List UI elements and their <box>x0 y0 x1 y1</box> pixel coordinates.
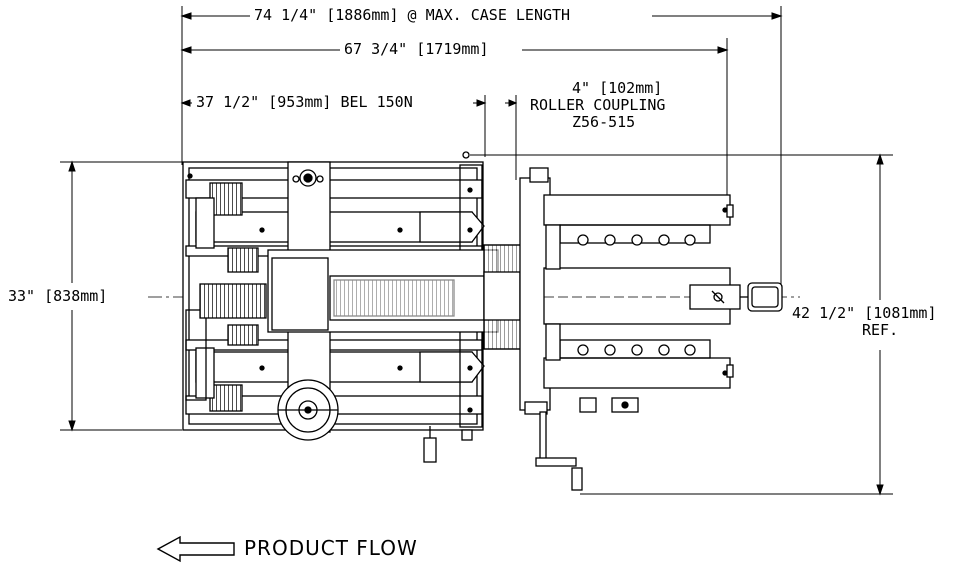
overall-length-label: 67 3/4" [1719mm] <box>342 40 491 58</box>
coupling-part-label: Z56-515 <box>572 113 636 131</box>
coupling-name-label: ROLLER COUPLING <box>530 96 666 114</box>
dimension-lines <box>60 6 893 496</box>
bel-length-label: 37 1/2" [953mm] BEL 150N <box>194 93 415 111</box>
left-height-label: 33" [838mm] <box>6 287 110 305</box>
right-height-label: 42 1/2" [1081mm] <box>790 304 939 322</box>
product-flow-label: PRODUCT FLOW <box>244 536 418 560</box>
right-machine <box>519 167 783 491</box>
left-arrow-icon <box>156 535 235 563</box>
conveyor-frame <box>182 151 499 463</box>
right-height-ref-label: REF. <box>860 321 901 339</box>
coupling-size-label: 4" [102mm] <box>572 79 663 97</box>
max-case-length-label: 74 1/4" [1886mm] @ MAX. CASE LENGTH <box>252 6 573 24</box>
roller-coupling <box>483 244 523 350</box>
